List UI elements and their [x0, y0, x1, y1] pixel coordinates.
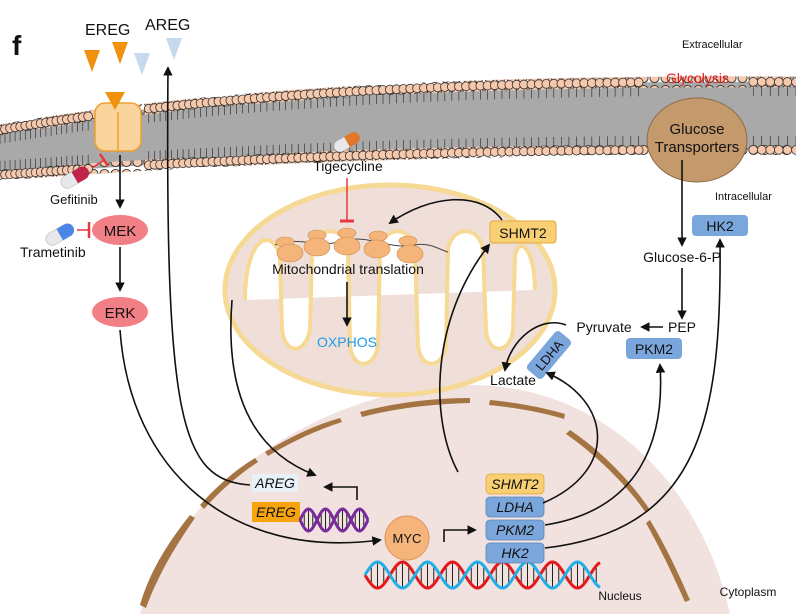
trametinib-label: Trametinib	[20, 244, 86, 260]
myc-node	[384, 515, 430, 561]
dna-helix-small-icon	[298, 507, 370, 533]
pyruvate-to-lactate-arrow	[501, 322, 567, 372]
target-gene-box	[485, 496, 545, 518]
target-gene-label: LDHA	[496, 499, 533, 515]
pkm2-enzyme	[626, 338, 682, 359]
target-gene-box	[485, 473, 545, 495]
target-gene-label: PKM2	[496, 522, 534, 538]
oxphos-label: OXPHOS	[317, 334, 377, 350]
pkm2-label: PKM2	[635, 341, 673, 357]
shmt2-enzyme	[489, 220, 557, 244]
gefitinib-pill-icon	[60, 166, 90, 189]
target-gene-label: HK2	[501, 545, 528, 561]
extracellular-label: Extracellular	[682, 39, 743, 51]
lipid-head	[748, 145, 759, 155]
ereg-gene-label: EREG	[256, 504, 296, 520]
lipid-head	[756, 77, 767, 87]
lipid-head	[773, 145, 784, 155]
lipid-head	[782, 77, 793, 87]
glycolysis-title: Glycolysis	[666, 70, 729, 86]
shmt2-gene-to-enzyme-arrow	[439, 243, 491, 473]
gefitinib-inhibit	[91, 159, 105, 169]
areg-gene-label: AREG	[254, 475, 295, 491]
cytoplasm-label: Cytoplasm	[720, 585, 777, 599]
lactate-label: Lactate	[490, 372, 536, 388]
mitochondrion	[222, 182, 558, 398]
lipid-head	[765, 145, 776, 155]
ribosomes-icon	[274, 227, 449, 264]
gefitinib-label: Gefitinib	[50, 192, 98, 207]
lipid-head	[756, 145, 767, 155]
transporter-label-line1: Glucose	[669, 121, 724, 138]
mek-label: MEK	[104, 223, 137, 240]
areg-gene-box	[252, 474, 298, 492]
tigecycline-pill-icon	[333, 131, 361, 153]
nucleus	[140, 385, 730, 614]
mek-node	[92, 215, 148, 245]
lipid-head	[625, 145, 636, 155]
ereg-transcription-arrow	[323, 482, 358, 500]
lipid-head	[765, 77, 776, 87]
dna-strand	[363, 560, 601, 590]
target-gene-box	[485, 519, 545, 541]
dna-helix-large-icon	[363, 560, 601, 590]
lipid-head	[633, 145, 644, 155]
lipid-head	[625, 77, 636, 88]
lipid-head	[633, 77, 644, 88]
trametinib-pill-icon	[45, 223, 75, 246]
ereg-label: EREG	[85, 22, 130, 39]
areg-secretion-arrow	[163, 66, 251, 486]
shmt2-to-translation-arrow	[388, 198, 503, 225]
pep-label: PEP	[668, 319, 696, 335]
ligands	[84, 38, 182, 75]
myc-transcription-arrow	[443, 525, 477, 542]
lipid-heads	[0, 77, 796, 180]
shmt2-label: SHMT2	[499, 225, 547, 241]
egfr-receptor	[94, 102, 142, 152]
ldha-gene-to-enzyme-arrow	[542, 371, 599, 504]
g6p-label: Glucose-6-P	[643, 249, 721, 265]
target-gene-label: SHMT2	[491, 476, 539, 492]
hk2-enzyme	[692, 215, 748, 236]
ereg-bound-ligand	[105, 92, 125, 110]
nucleus-label: Nucleus	[598, 589, 641, 603]
erk-node	[92, 297, 148, 327]
lipid-head	[782, 145, 793, 155]
pyruvate-label: Pyruvate	[576, 319, 631, 335]
panel-label: f	[12, 30, 22, 61]
nuclear-envelope	[140, 398, 690, 608]
areg-label: AREG	[145, 17, 190, 34]
lipid-head	[773, 77, 784, 87]
hk2-gene-to-enzyme-arrow	[544, 238, 725, 549]
transporter-label-line2: Transporters	[655, 139, 739, 156]
erk-label: ERK	[105, 305, 136, 322]
pkm2-gene-to-enzyme-arrow	[544, 363, 666, 526]
pathway-arrows	[115, 66, 725, 549]
dna-strand	[298, 507, 370, 533]
lipid-head	[748, 77, 759, 87]
intracellular-label: Intracellular	[715, 191, 772, 203]
ereg-gene-box	[252, 502, 300, 522]
lipid-head	[83, 111, 93, 122]
tigecycline-label: Tigecycline	[313, 158, 383, 174]
mito-translation-label: Mitochondrial translation	[272, 261, 424, 277]
mito-to-areg-arrow	[230, 299, 317, 477]
dna-strand	[363, 560, 601, 590]
hk2-label: HK2	[706, 218, 733, 234]
erk-to-myc-arrow	[119, 329, 382, 546]
glucose-transporter	[646, 97, 748, 183]
target-gene-box	[485, 542, 545, 564]
myc-label: MYC	[393, 531, 422, 546]
